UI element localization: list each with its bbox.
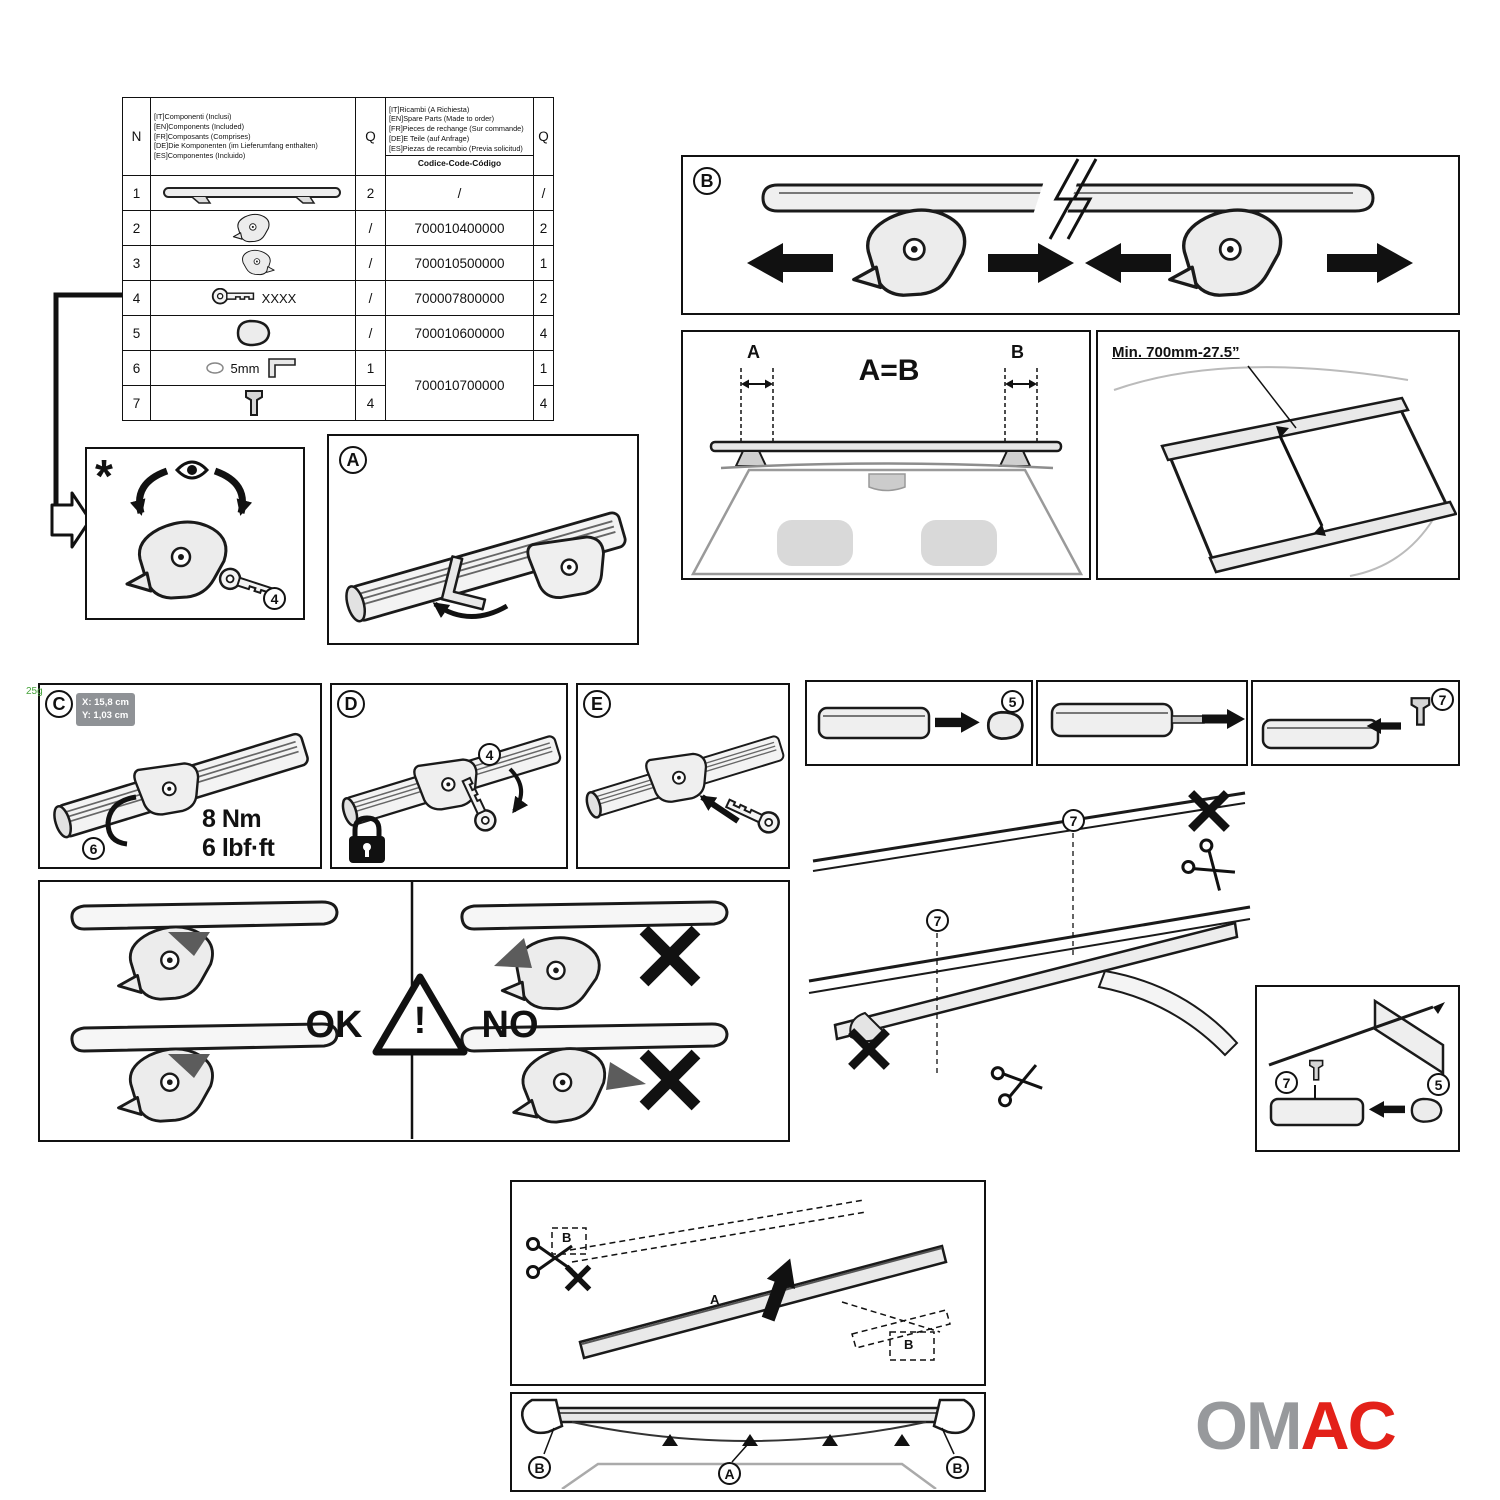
panel-b-label: B [693, 167, 721, 195]
panel-pin-insert: 7 [1251, 680, 1460, 766]
roof-strip-cutting-diagram: 7 7 [805, 775, 1255, 1170]
rear-b-right-label: B [946, 1456, 969, 1479]
table-row: 3 / 700010500000 1 [122, 245, 554, 281]
panel-e-label: E [583, 690, 611, 718]
place-b-bottom-label: B [904, 1337, 914, 1352]
panel-d-lock: D 4 [330, 683, 568, 869]
panel-c-label: C [45, 690, 73, 718]
lock-illustration [341, 733, 563, 866]
clamp-cover-part-image [232, 213, 270, 243]
print-artifact: 25g [26, 686, 43, 697]
callout-4: 4 [478, 743, 501, 766]
callout-5: 5 [1427, 1073, 1450, 1096]
parts-table: N [IT]Componenti (Inclusi) [EN]Component… [122, 97, 554, 421]
roof-cut-illustration [808, 790, 1251, 1109]
key-part-image [211, 288, 255, 305]
clamp-hook-part-image [242, 249, 275, 276]
rear-a-label: A [718, 1462, 741, 1485]
warning-exclamation: ! [413, 1000, 427, 1042]
bar-placement-illustration [526, 1199, 951, 1361]
panel-c-torque: C X: 15,8 cm Y: 1,03 cm 6 8 Nm 6 lbf·ft [38, 683, 322, 869]
table-row: 5 / 700010600000 4 [122, 315, 554, 351]
ok-no-illustration [70, 882, 729, 1139]
torque-illustration [53, 731, 311, 847]
panel-bar-placement: B A B [510, 1180, 986, 1386]
crossbar-part-image [163, 187, 341, 204]
table-row: 7 4 4 [122, 385, 554, 421]
panel-d-label: D [337, 690, 365, 718]
panel-e-key-insert: E [576, 683, 790, 869]
col-q-spare-header: Q [533, 97, 554, 176]
place-b-top-label: B [562, 1230, 572, 1245]
a-equals-b-label: A=B [858, 354, 920, 387]
callout-6: 6 [82, 837, 105, 860]
equal-spacing-illustration [690, 368, 1084, 576]
rod-cap-illustration [1268, 998, 1445, 1127]
col-n-header: N [122, 97, 151, 176]
place-a-label: A [710, 1292, 720, 1307]
callout-7-top: 7 [1062, 809, 1085, 832]
table-row: 1 2 / / [122, 175, 554, 211]
panel-equal-spacing: A B A=B [681, 330, 1091, 580]
panel-end-cap: 5 [805, 680, 1033, 766]
rod-pull-illustration [1050, 702, 1245, 738]
table-row: 2 / 700010400000 2 [122, 210, 554, 246]
bolt-hole-icon [205, 362, 224, 374]
dim-b-label: B [1011, 342, 1024, 362]
pin-part-image [245, 390, 263, 416]
table-row: 4 XXXX / 700007800000 2 [122, 280, 554, 316]
key-insert-illustration [585, 734, 786, 837]
panel-a-label: A [339, 446, 367, 474]
ok-label: OK [305, 1004, 363, 1046]
dimensions-infobox: X: 15,8 cm Y: 1,03 cm [76, 693, 135, 726]
logo-gray-part: OM [1195, 1388, 1303, 1464]
end-cap-illustration [817, 706, 1024, 740]
table-to-star-connector [50, 292, 122, 549]
panel-rear-mounting: B A B [510, 1392, 986, 1492]
callout-7: 7 [1431, 688, 1454, 711]
bar-assembly-illustration [345, 509, 629, 624]
included-header: [IT]Componenti (Inclusi) [EN]Components … [150, 97, 356, 176]
callout-7-mid: 7 [926, 909, 949, 932]
panel-b-clamp-slide: B [681, 155, 1460, 315]
no-label: NO [481, 1004, 539, 1046]
code-header: Codice-Code-Código [386, 155, 533, 170]
col-q-included-header: Q [355, 97, 386, 176]
callout-7: 7 [1275, 1071, 1298, 1094]
panel-lock-check: * 4 [85, 447, 305, 620]
parts-table-header: N [IT]Componenti (Inclusi) [EN]Component… [122, 97, 554, 176]
callout-4: 4 [263, 587, 286, 610]
key-code-label: XXXX [261, 290, 297, 306]
panel-rod-pull [1036, 680, 1248, 766]
allen-size-label: 5mm [230, 360, 260, 376]
torque-values: 8 Nm 6 lbf·ft [202, 805, 275, 862]
table-row: 6 5mm 1 700010700000 1 [122, 350, 554, 421]
lock-check-illustration [125, 460, 278, 604]
pin-insert-illustration [1261, 697, 1431, 750]
allen-key-part-image [268, 358, 297, 378]
rear-b-left-label: B [528, 1456, 551, 1479]
omac-logo: OMAC [1195, 1392, 1397, 1460]
min-distance-label: Min. 700mm-27.5” [1112, 344, 1240, 361]
dim-a-label: A [747, 342, 760, 362]
spare-header: [IT]Ricambi (A Richiesta) [EN]Spare Part… [385, 97, 534, 176]
panel-rod-cap-detail: 7 5 [1255, 985, 1460, 1152]
panel-min-distance: Min. 700mm-27.5” [1096, 330, 1460, 580]
panel-ok-no: OK NO ! [38, 880, 790, 1142]
panel-a-bar-assembly: A [327, 434, 639, 645]
clamp-slide-illustration [747, 158, 1413, 297]
callout-5: 5 [1001, 690, 1024, 713]
end-cap-part-image [236, 319, 271, 347]
rear-mounting-illustration [521, 1398, 975, 1489]
min-distance-illustration [1113, 365, 1457, 577]
star-label: * [95, 450, 113, 502]
logo-red-part: AC [1300, 1388, 1397, 1464]
